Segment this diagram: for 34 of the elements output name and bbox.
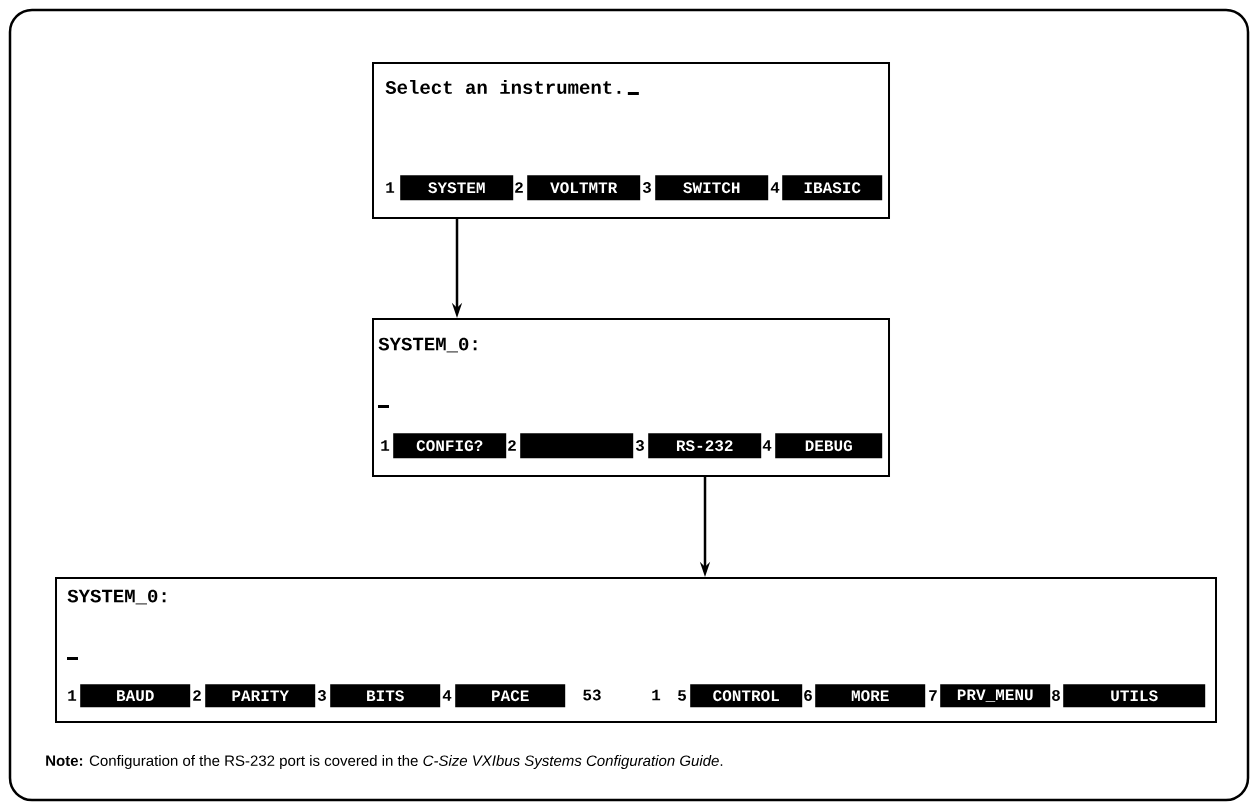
key-number: 2: [515, 182, 523, 193]
softkey: CONTROL: [690, 684, 803, 708]
softkey: BAUD: [80, 684, 191, 708]
key-number: 4: [770, 182, 780, 193]
softkey: MORE: [815, 684, 926, 708]
key-number: 5: [678, 690, 686, 701]
softkey: SYSTEM: [400, 175, 514, 201]
status-number: 53: [583, 689, 601, 701]
status-number: 1: [652, 689, 661, 701]
key-number: 1: [381, 440, 390, 451]
key-number: 4: [442, 690, 452, 701]
softkey: BITS: [330, 684, 441, 708]
key-number: 3: [635, 440, 644, 451]
key-number: 6: [804, 690, 812, 701]
softkey: IBASIC: [782, 175, 883, 201]
key-number: 7: [929, 690, 937, 701]
key-number: 2: [508, 440, 516, 451]
key-number: 4: [762, 440, 772, 451]
softkey: SWITCH: [655, 175, 769, 201]
key-number: 2: [193, 690, 201, 701]
softkey: PARITY: [205, 684, 316, 708]
softkey: VOLTMTR: [527, 175, 641, 201]
key-number: 3: [642, 182, 651, 193]
key-number: 3: [317, 690, 326, 701]
softkey: UTILS: [1063, 684, 1206, 708]
key-number: 1: [386, 182, 395, 193]
softkey: PRV_MENU: [940, 684, 1051, 708]
softkey: PACE: [455, 684, 566, 708]
note: Note: Configuration of the RS-232 port is covered in the C-Size VXIbus Systems Configuration Guide.: [46, 755, 723, 769]
softkey: RS-232: [648, 433, 762, 459]
key-number: 8: [1052, 690, 1060, 701]
softkey: DEBUG: [775, 433, 883, 459]
softkey: CONFIG?: [393, 433, 507, 459]
key-number: 1: [68, 690, 77, 701]
